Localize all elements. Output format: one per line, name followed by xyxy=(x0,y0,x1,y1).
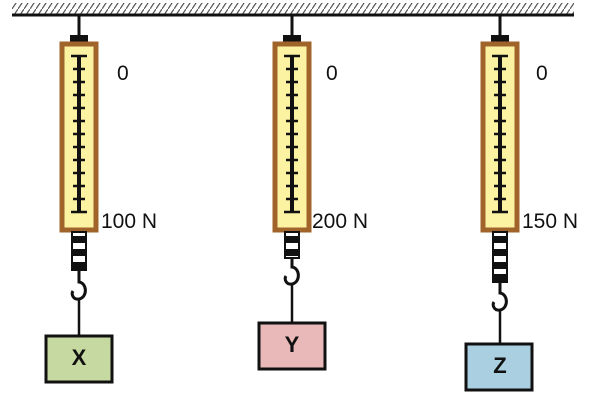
pull-rod-z xyxy=(492,231,508,283)
max-label-y: 200 N xyxy=(312,210,368,233)
ceiling-support xyxy=(12,3,574,17)
scale-ruler-y xyxy=(284,54,300,214)
pull-rod-x xyxy=(71,231,87,271)
max-label-x: 100 N xyxy=(101,210,157,233)
mass-label-z: Z xyxy=(493,353,506,378)
mass-label-x: X xyxy=(72,345,87,370)
hook-z xyxy=(491,283,508,312)
ceiling-hatching xyxy=(12,3,574,14)
mass-box-x xyxy=(44,334,114,384)
spring-balance-y: 0 200 N Y xyxy=(257,15,368,371)
max-label-z: 150 N xyxy=(522,210,578,233)
scale-ruler-x xyxy=(71,54,87,214)
top-hook-y xyxy=(283,35,301,45)
spring-balance-z: 0 150 N Z xyxy=(464,15,578,392)
pull-rod-y xyxy=(284,231,300,259)
hook-y xyxy=(283,259,300,286)
zero-label-z: 0 xyxy=(536,62,548,85)
mass-label-y: Y xyxy=(285,332,300,357)
scale-ruler-z xyxy=(492,54,508,214)
spring-balance-x: 0 100 N X xyxy=(44,15,157,384)
zero-label-y: 0 xyxy=(326,62,338,85)
mass-box-y xyxy=(257,321,327,371)
zero-label-x: 0 xyxy=(117,62,129,85)
hook-x xyxy=(70,271,87,301)
top-hook-x xyxy=(70,35,88,45)
top-hook-z xyxy=(491,35,509,45)
mass-box-z xyxy=(464,342,534,392)
